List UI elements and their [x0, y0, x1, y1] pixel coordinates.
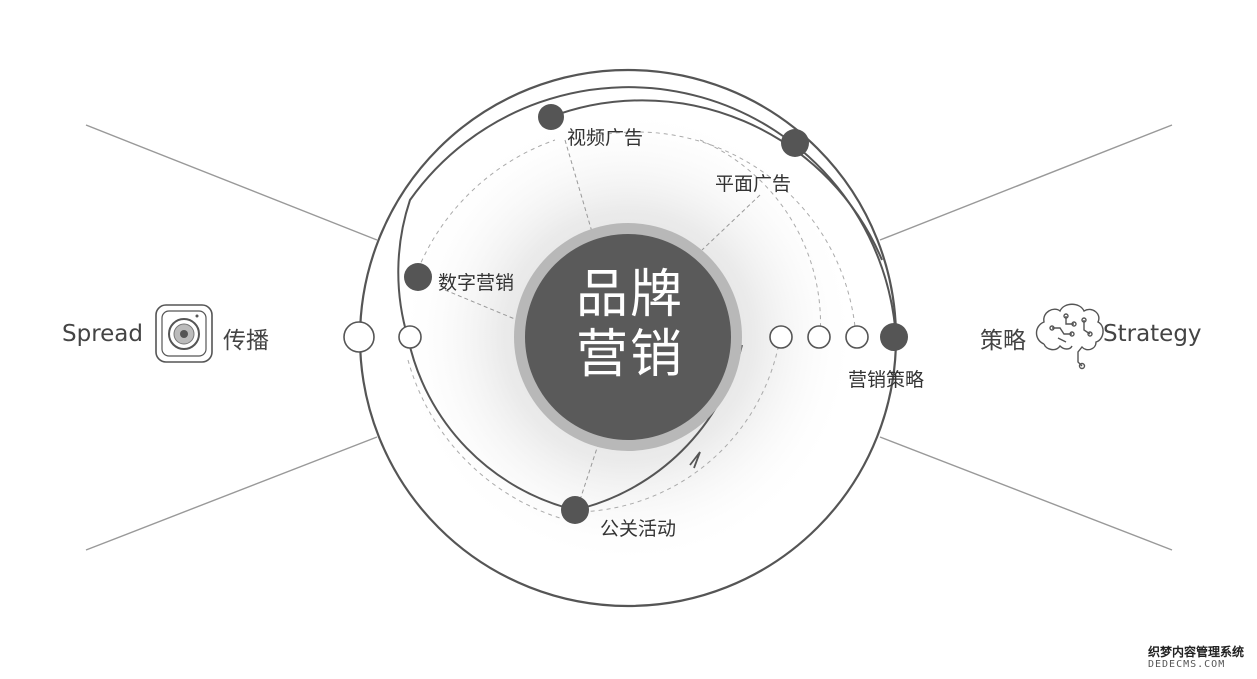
label-digital-marketing: 数字营销: [438, 272, 515, 294]
brain-circuit-icon: [1035, 303, 1104, 370]
node-marketing-strategy: [880, 323, 908, 351]
hollow-node-right-1: [769, 325, 793, 349]
connector-line-bottom-right: [879, 436, 1173, 551]
spoke-print: [701, 194, 761, 251]
center-title: 品牌 营销: [530, 265, 730, 385]
hollow-node-left-inner: [398, 325, 422, 349]
spoke-pr: [579, 444, 599, 501]
dashed-arc-2: [599, 131, 857, 339]
hollow-node-right-3: [845, 325, 869, 349]
hollow-node-right-2: [807, 325, 831, 349]
center-circle: [525, 234, 731, 440]
label-spread-cn: 传播: [223, 328, 269, 354]
spoke-video: [564, 139, 593, 233]
label-spread-en: Spread: [62, 321, 143, 347]
label-strategy-en: Strategy: [1103, 321, 1202, 347]
node-video-ads: [538, 104, 564, 130]
center-title-line1: 品牌: [575, 265, 684, 325]
label-print-ads: 平面广告: [715, 173, 792, 195]
dashed-arc-5: [407, 359, 561, 519]
watermark-cn: 织梦内容管理系统: [1148, 645, 1245, 659]
hollow-node-left-outer: [343, 321, 375, 353]
label-video-ads: 视频广告: [567, 127, 644, 149]
arc-arrow: [689, 451, 701, 469]
dashed-arc-4: [574, 337, 781, 513]
label-pr-events: 公关活动: [600, 518, 677, 540]
center-title-line2: 营销: [575, 325, 684, 385]
speaker-app-icon: [155, 304, 213, 363]
dashed-arc-1: [414, 139, 556, 278]
watermark-en: DEDECMS.COM: [1148, 659, 1226, 670]
label-marketing-strategy: 营销策略: [848, 369, 925, 391]
node-print-ads: [781, 129, 809, 157]
connector-line-top-right: [879, 124, 1173, 241]
connector-line-top-left: [85, 124, 378, 241]
node-digital-marketing: [404, 263, 432, 291]
upper-arc-track: [547, 99, 883, 261]
label-strategy-cn: 策略: [980, 328, 1026, 354]
connector-line-bottom-left: [85, 436, 378, 551]
node-pr-events: [561, 496, 589, 524]
dashed-arc-3: [699, 139, 822, 339]
